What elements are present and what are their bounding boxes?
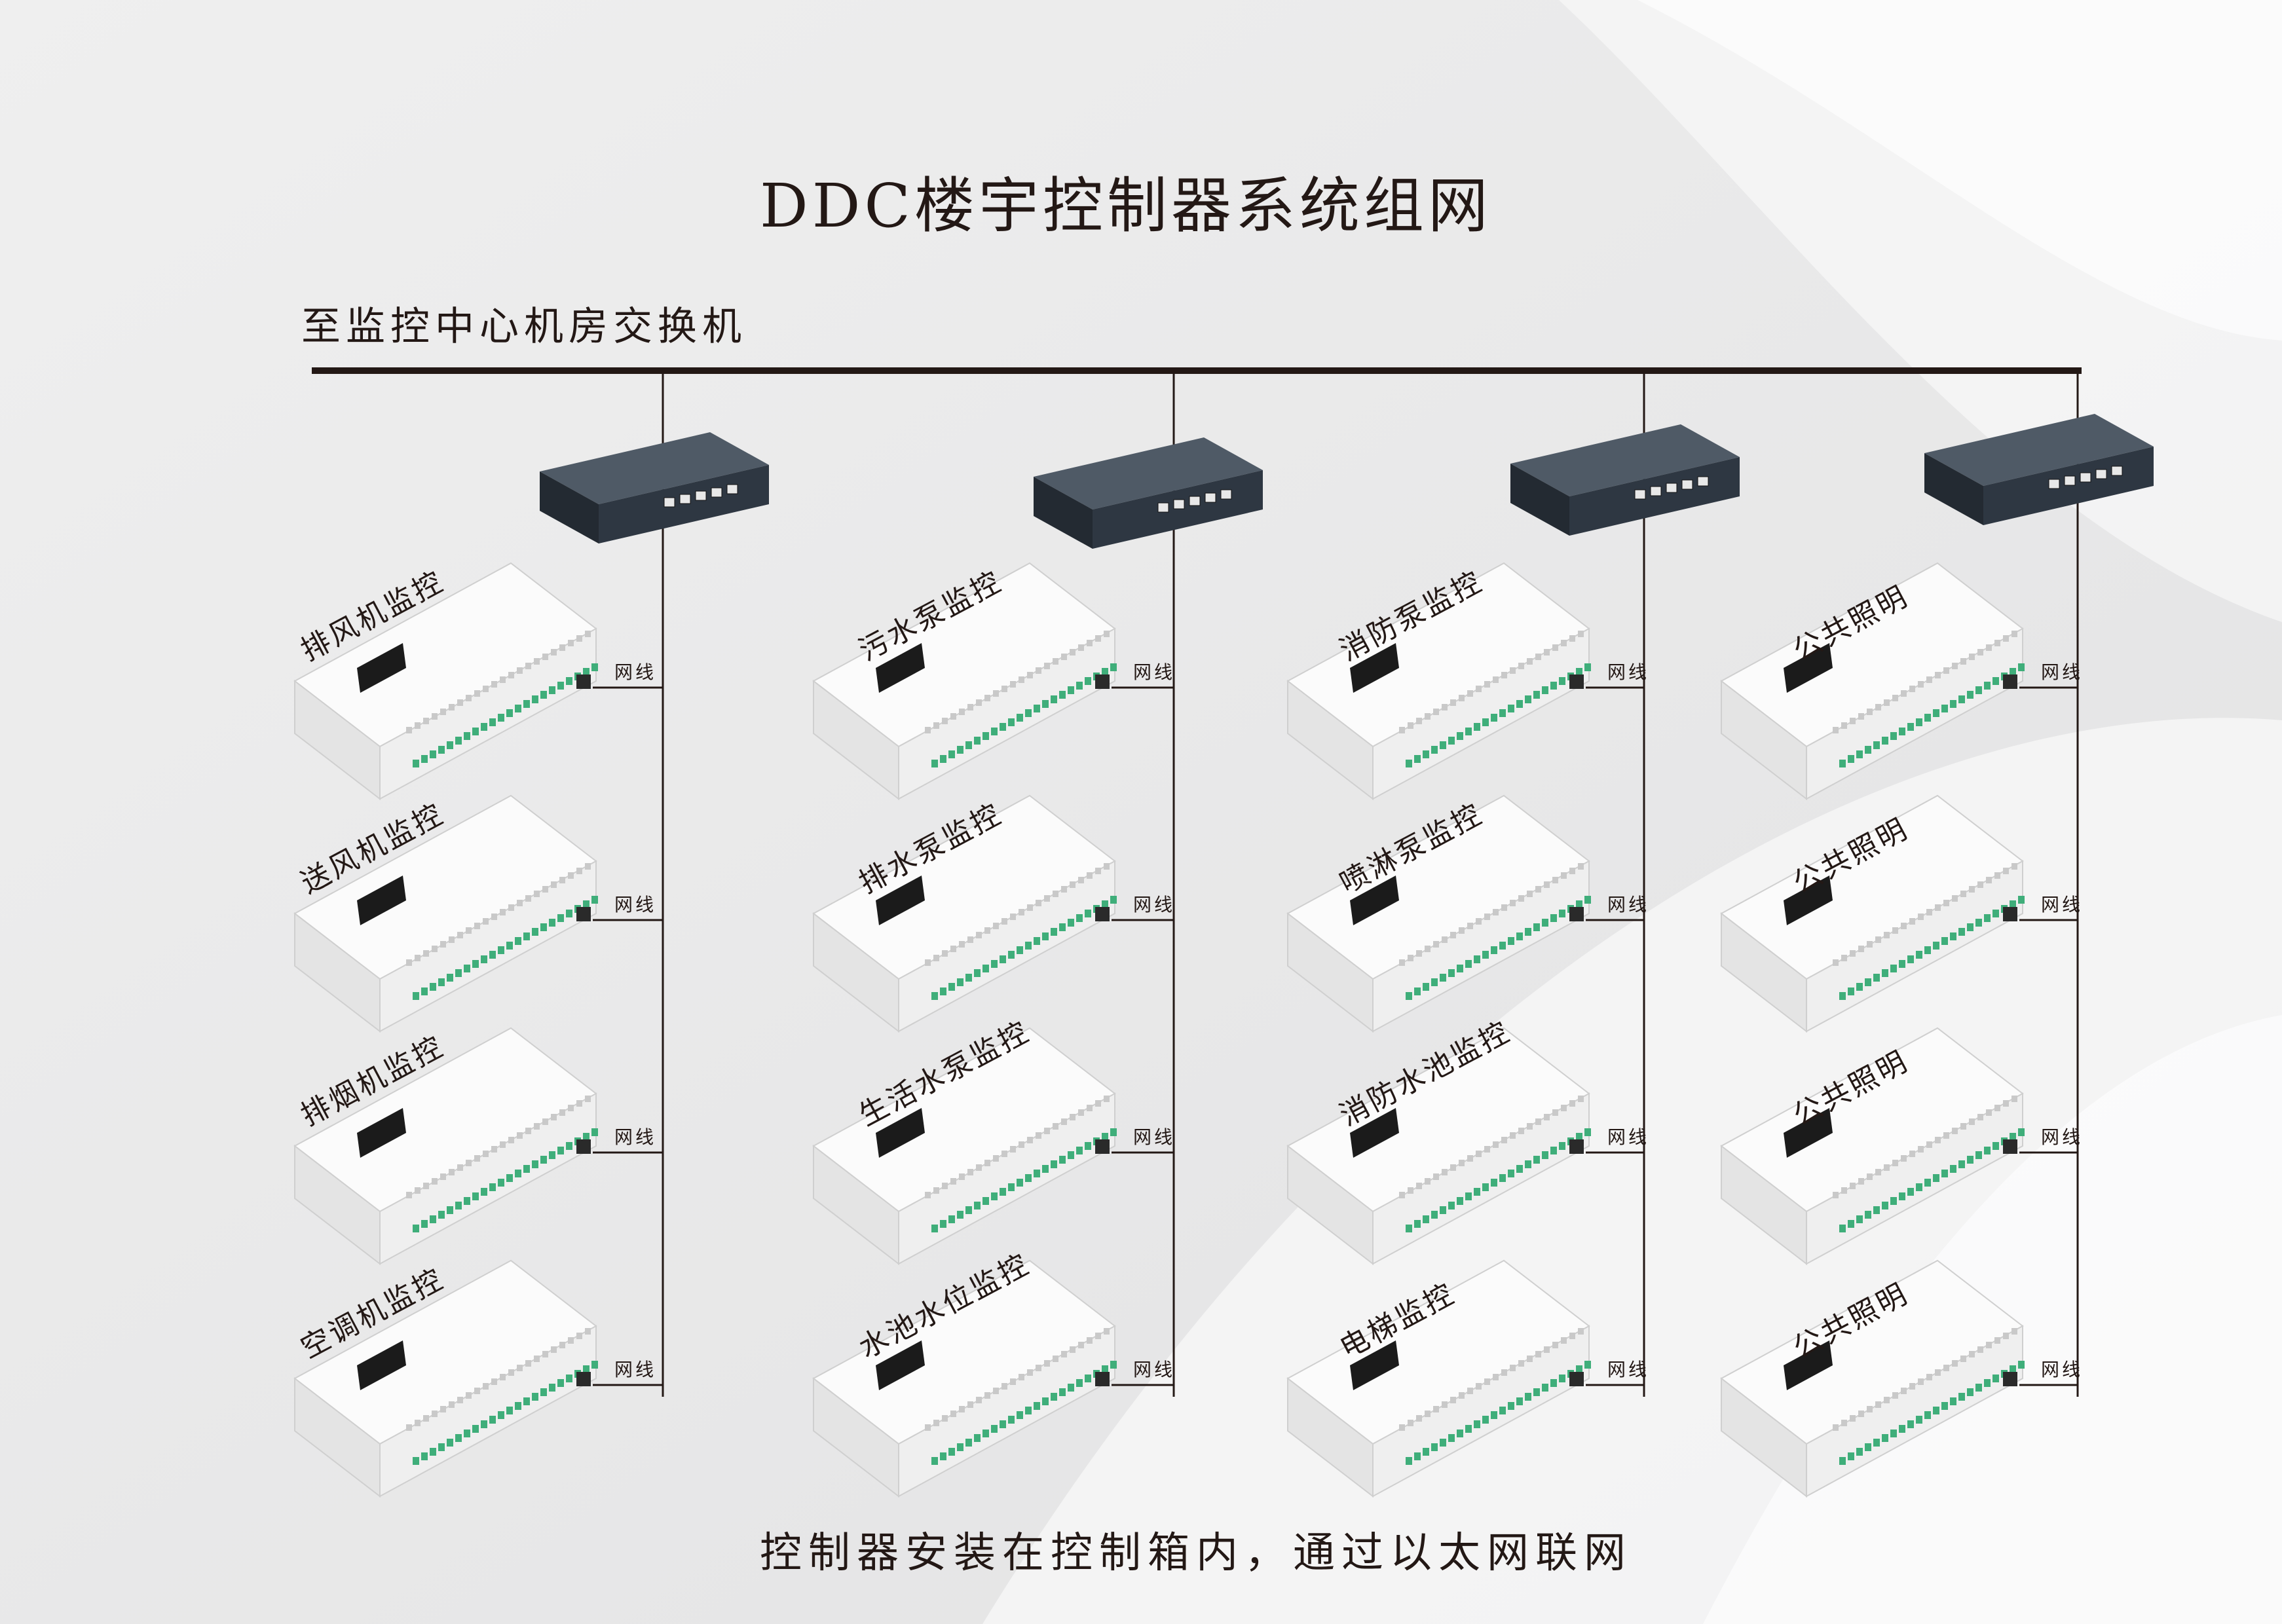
wire-label: 网线 xyxy=(614,894,656,915)
network-switch xyxy=(1034,437,1263,549)
wire-label: 网线 xyxy=(614,1359,656,1380)
ddc-controller xyxy=(1286,1027,1591,1266)
ddc-controller xyxy=(1286,1259,1591,1498)
ddc-controller xyxy=(812,794,1117,1033)
wire-label: 网线 xyxy=(1133,1359,1175,1380)
ddc-controller xyxy=(812,562,1117,801)
uplink-label: 至监控中心机房交换机 xyxy=(301,304,747,350)
page-title: DDC楼宇控制器系统组网 xyxy=(760,171,1492,241)
ddc-controller xyxy=(1286,794,1591,1033)
network-switch xyxy=(540,432,769,544)
ddc-controller xyxy=(1720,562,2025,801)
ddc-controller xyxy=(293,794,598,1033)
ddc-controller xyxy=(293,562,598,801)
wire-label: 网线 xyxy=(1607,661,1649,683)
wire-label: 网线 xyxy=(2041,661,2083,683)
wire-label: 网线 xyxy=(1133,1126,1175,1148)
network-switch xyxy=(1510,424,1740,536)
ddc-controller xyxy=(812,1259,1117,1498)
wire-label: 网线 xyxy=(614,1126,656,1148)
wire-label: 网线 xyxy=(1607,894,1649,915)
ddc-controller xyxy=(1286,562,1591,801)
wire-label: 网线 xyxy=(1607,1126,1649,1148)
wire-label: 网线 xyxy=(1133,894,1175,915)
ddc-controller xyxy=(293,1259,598,1498)
ddc-controller xyxy=(293,1027,598,1266)
ddc-controller xyxy=(1720,1259,2025,1498)
ddc-controller xyxy=(1720,1027,2025,1266)
wire-label: 网线 xyxy=(2041,1126,2083,1148)
ddc-controller xyxy=(1720,794,2025,1033)
wire-label: 网线 xyxy=(2041,1359,2083,1380)
wire-label: 网线 xyxy=(2041,894,2083,915)
wire-label: 网线 xyxy=(1607,1359,1649,1380)
wire-label: 网线 xyxy=(1133,661,1175,683)
footer-note: 控制器安装在控制箱内，通过以太网联网 xyxy=(760,1529,1632,1578)
network-switch xyxy=(1924,414,2154,525)
wire-label: 网线 xyxy=(614,661,656,683)
ddc-controller xyxy=(812,1027,1117,1266)
